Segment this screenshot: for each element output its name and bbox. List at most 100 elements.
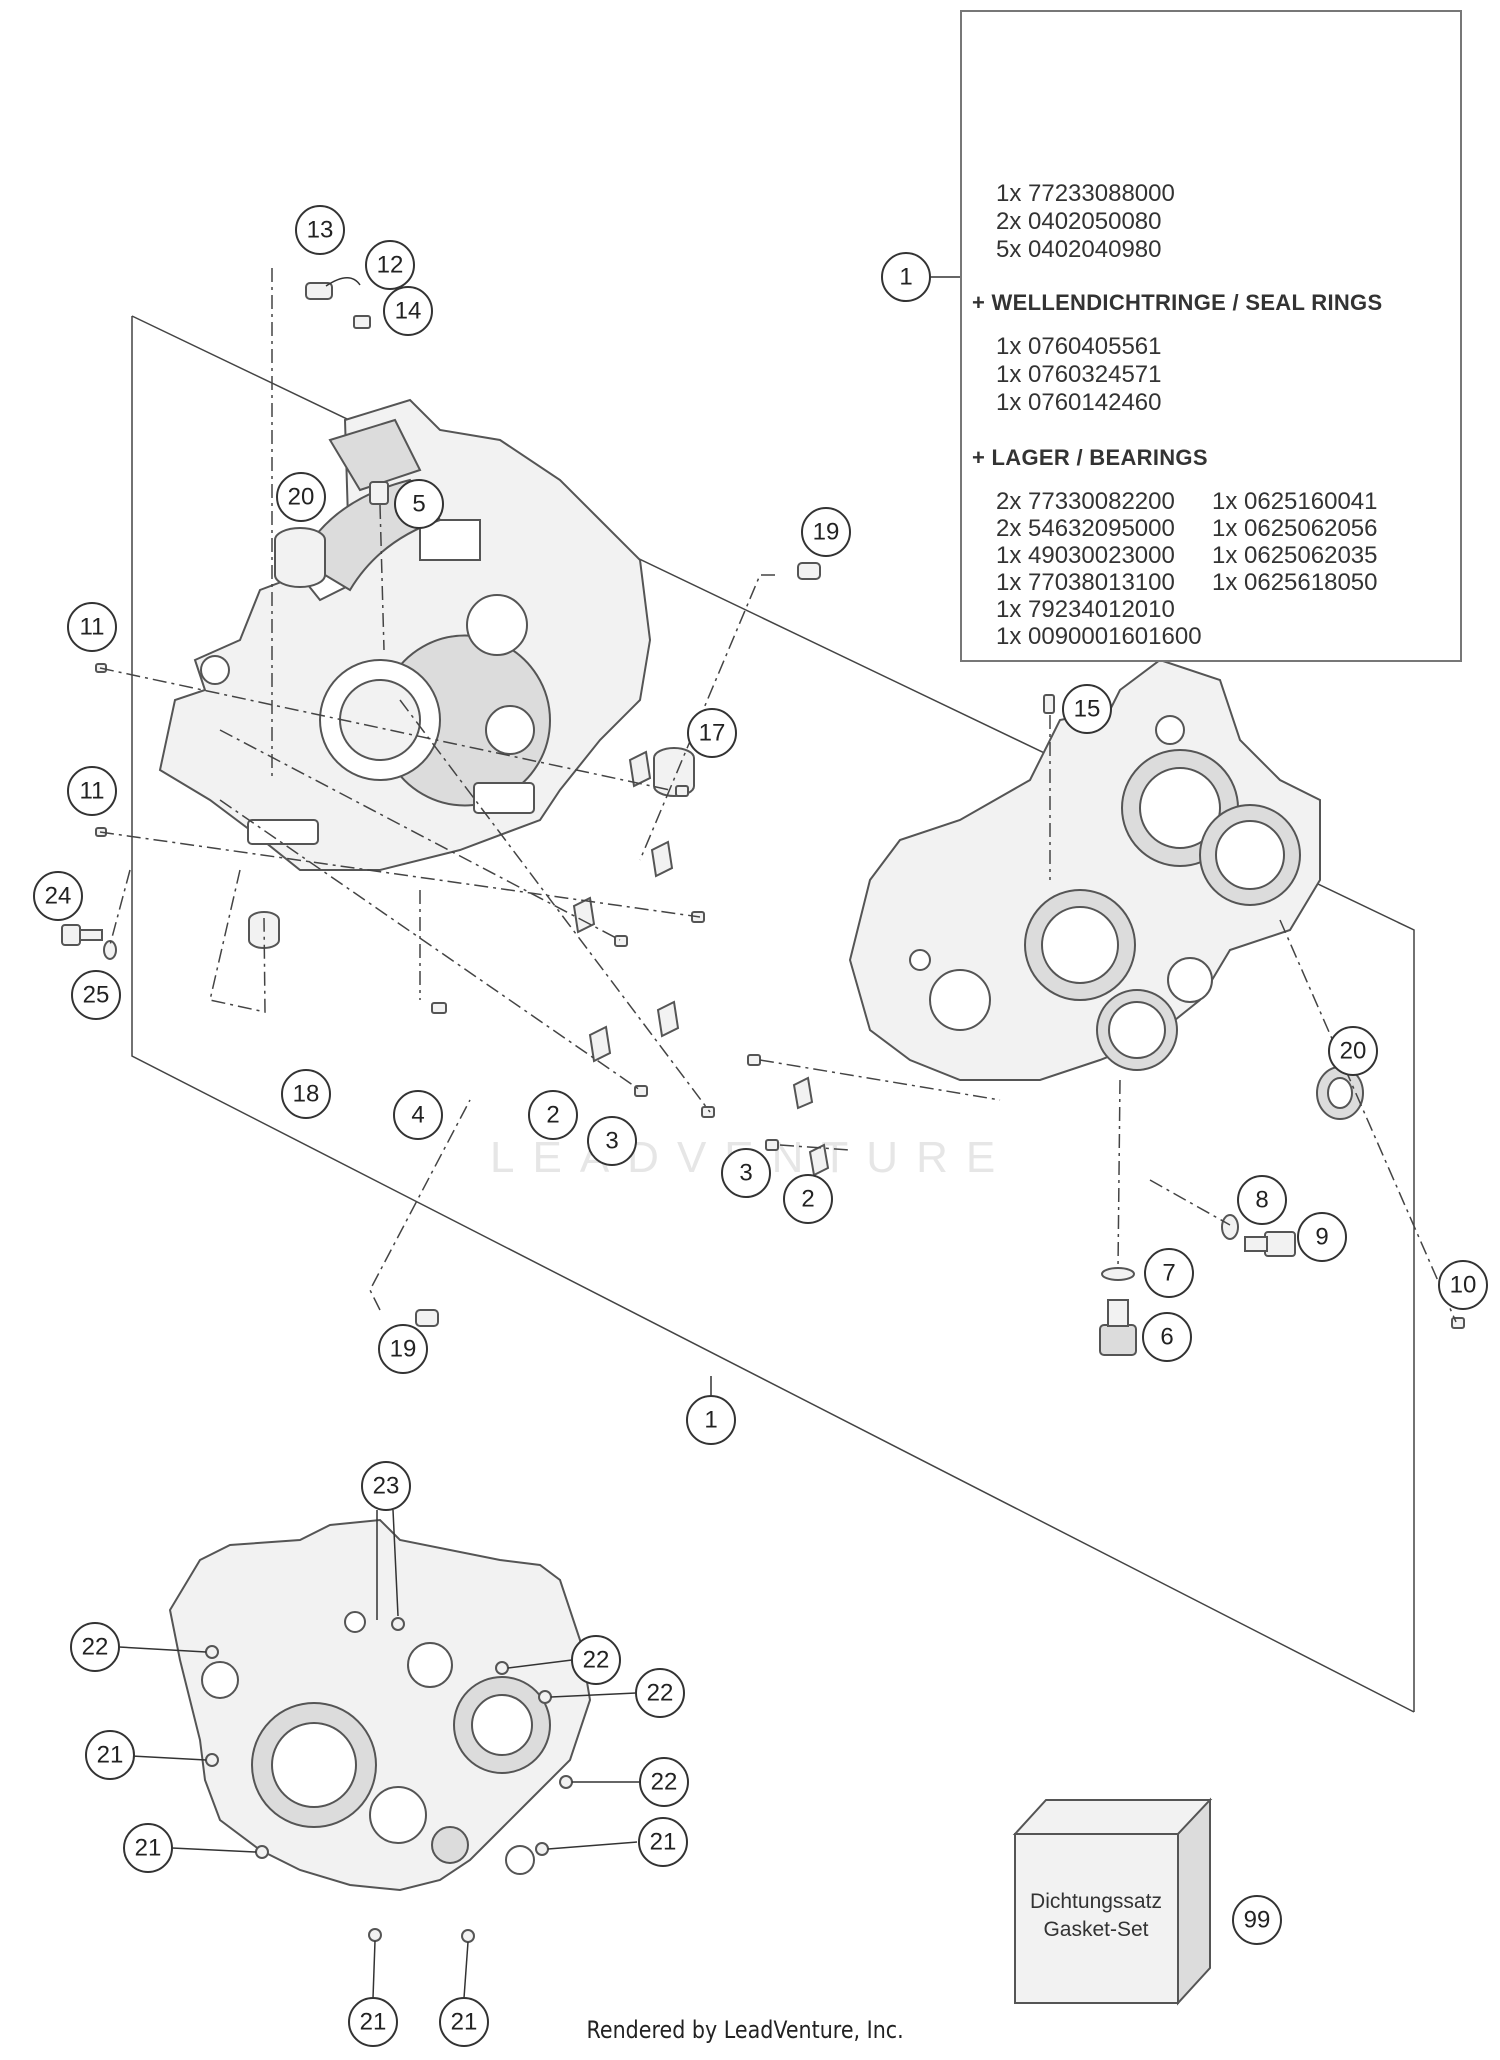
svg-text:2: 2	[801, 1186, 814, 1213]
callout-18: 18	[281, 1069, 331, 1119]
svg-text:21: 21	[135, 1835, 162, 1862]
gasket-set-label-en: Gasket-Set	[1043, 1918, 1149, 1941]
callout-12: 12	[365, 240, 415, 290]
svg-text:24: 24	[45, 883, 72, 910]
callout-7: 7	[1144, 1248, 1194, 1298]
bearing-number: 2x 54632095000	[996, 515, 1175, 542]
gasket-set-label-de: Dichtungssatz	[1030, 1890, 1162, 1913]
svg-text:22: 22	[651, 1769, 678, 1796]
callout-2-left: 2	[528, 1090, 578, 1140]
callout-21-a: 21	[85, 1730, 135, 1780]
alignment-lines	[99, 268, 1457, 1323]
callout-25: 25	[71, 970, 121, 1020]
callout-19-top: 19	[801, 507, 851, 557]
callout-20-right: 20	[1328, 1026, 1378, 1076]
bearing-number: 1x 0625062035	[1212, 542, 1378, 569]
callout-14: 14	[383, 286, 433, 336]
footer-credit: Rendered by LeadVenture, Inc.	[586, 2016, 904, 2044]
callout-11-top: 11	[67, 602, 117, 652]
svg-text:10: 10	[1450, 1272, 1477, 1299]
svg-text:22: 22	[583, 1647, 610, 1674]
svg-text:19: 19	[390, 1336, 417, 1363]
svg-text:3: 3	[739, 1160, 752, 1187]
seal-rings-heading: + WELLENDICHTRINGE / SEAL RINGS	[972, 290, 1383, 315]
bearing-number: 1x 0625618050	[1212, 569, 1378, 596]
seal-ring-number: 1x 0760142460	[996, 389, 1162, 416]
callout-15: 15	[1062, 684, 1112, 734]
svg-text:2: 2	[546, 1102, 559, 1129]
callout-2-right: 2	[783, 1174, 833, 1224]
callout-11-bottom: 11	[67, 766, 117, 816]
svg-text:23: 23	[373, 1473, 400, 1500]
kit-parts-box	[960, 10, 1462, 662]
small-parts	[61, 277, 1465, 1943]
svg-text:4: 4	[411, 1102, 424, 1129]
callout-22-a: 22	[70, 1622, 120, 1672]
svg-text:20: 20	[288, 484, 315, 511]
callout-1-main: 1	[686, 1395, 736, 1445]
part-number: 2x 0402050080	[996, 208, 1162, 235]
right-crankcase-half	[848, 658, 1321, 1081]
part-number: 5x 0402040980	[996, 236, 1162, 263]
svg-text:21: 21	[650, 1829, 677, 1856]
svg-text:22: 22	[647, 1680, 674, 1707]
bearing-number: 1x 0625160041	[1212, 488, 1378, 515]
svg-text:6: 6	[1160, 1324, 1173, 1351]
callout-99: 99	[1232, 1895, 1282, 1945]
svg-text:20: 20	[1340, 1038, 1367, 1065]
svg-text:21: 21	[360, 2009, 387, 2036]
bearings-heading: + LAGER / BEARINGS	[972, 445, 1208, 470]
leader-lines	[113, 276, 960, 1999]
callouts: 1 1 2 2 3 3 4 5 6 7 8 9 10 11 11 12 13 1…	[33, 205, 1488, 2047]
callout-3-right: 3	[721, 1148, 771, 1198]
callout-21-b: 21	[123, 1823, 173, 1873]
bearing-number: 1x 79234012010	[996, 596, 1175, 623]
gasket-set-label: Dichtungssatz Gasket-Set	[1006, 1888, 1186, 1944]
callout-5: 5	[394, 479, 444, 529]
svg-text:1: 1	[899, 264, 912, 291]
svg-text:19: 19	[813, 519, 840, 546]
svg-text:9: 9	[1315, 1224, 1328, 1251]
seal-ring-number: 1x 0760324571	[996, 361, 1162, 388]
callout-10: 10	[1438, 1260, 1488, 1310]
callout-13: 13	[295, 205, 345, 255]
callout-1-kit: 1	[881, 252, 931, 302]
svg-text:7: 7	[1162, 1260, 1175, 1287]
svg-text:22: 22	[82, 1634, 109, 1661]
svg-text:21: 21	[451, 2009, 478, 2036]
svg-text:12: 12	[377, 252, 404, 279]
callout-24: 24	[33, 871, 83, 921]
svg-text:15: 15	[1074, 696, 1101, 723]
case-half-bottom-view	[168, 1518, 592, 1892]
bearing-number: 1x 0090001601600	[996, 623, 1202, 650]
callout-19-bottom: 19	[378, 1324, 428, 1374]
callout-17: 17	[687, 708, 737, 758]
part-number: 1x 77233088000	[996, 180, 1175, 207]
seal-ring-number: 1x 0760405561	[996, 333, 1162, 360]
callout-22-c: 22	[635, 1668, 685, 1718]
callout-22-d: 22	[639, 1757, 689, 1807]
callout-20-left: 20	[276, 472, 326, 522]
svg-text:3: 3	[605, 1128, 618, 1155]
svg-text:1: 1	[704, 1407, 717, 1434]
gasket-set-box	[1012, 1797, 1213, 2006]
callout-9: 9	[1297, 1212, 1347, 1262]
svg-text:25: 25	[83, 982, 110, 1009]
svg-text:18: 18	[293, 1081, 320, 1108]
bearing-number: 2x 77330082200	[996, 488, 1175, 515]
callout-6: 6	[1142, 1312, 1192, 1362]
svg-text:99: 99	[1244, 1907, 1271, 1934]
callout-22-b: 22	[571, 1635, 621, 1685]
svg-text:14: 14	[395, 298, 422, 325]
svg-text:11: 11	[80, 614, 105, 641]
bearing-number: 1x 0625062056	[1212, 515, 1378, 542]
callout-3-left: 3	[587, 1116, 637, 1166]
svg-text:11: 11	[80, 778, 105, 805]
svg-text:5: 5	[412, 491, 425, 518]
callout-8: 8	[1237, 1175, 1287, 1225]
bearing-number: 1x 77038013100	[996, 569, 1175, 596]
svg-text:13: 13	[307, 217, 334, 244]
svg-text:17: 17	[699, 720, 726, 747]
callout-21-e: 21	[439, 1997, 489, 2047]
